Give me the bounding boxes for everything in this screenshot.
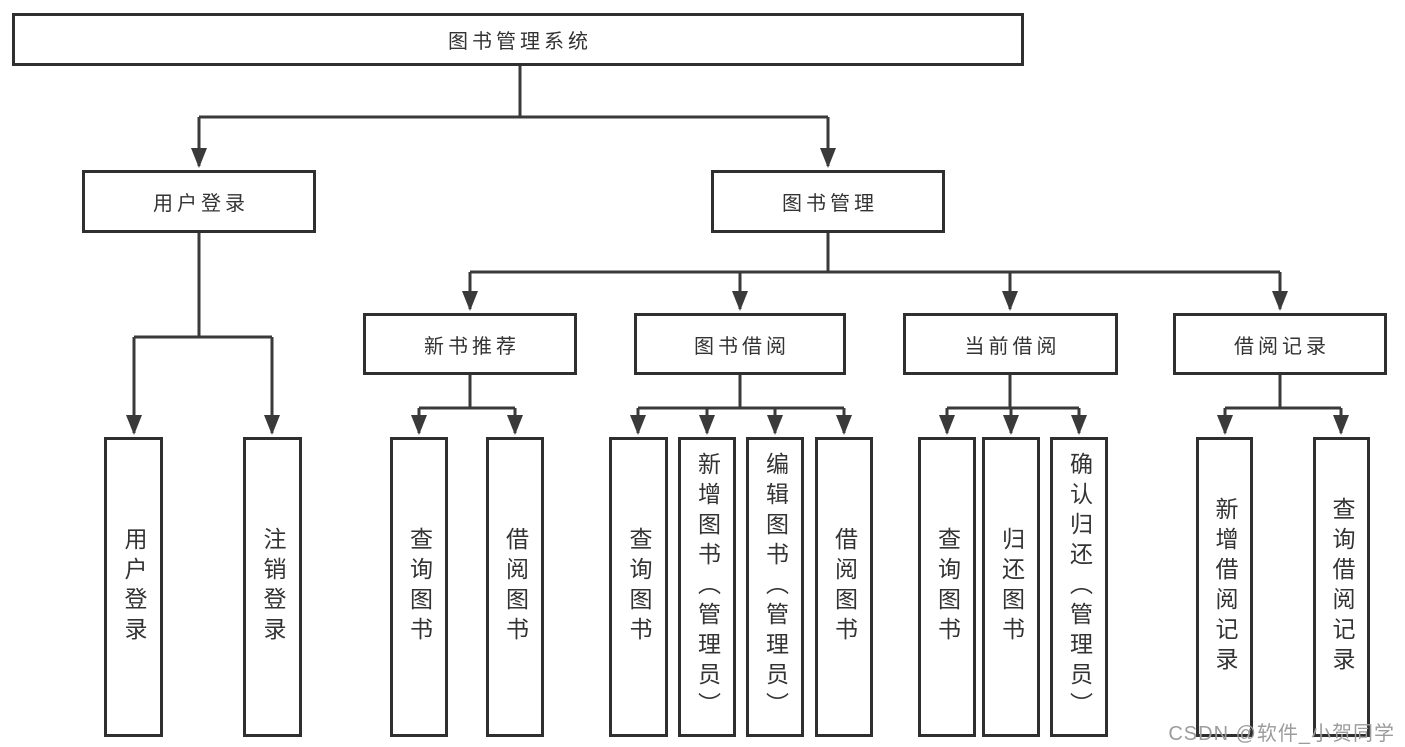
node-label: 当前借阅: [964, 335, 1061, 358]
leaf-confirm-return-admin: 确认归还（管理员）: [1050, 437, 1108, 737]
leaf-return-books: 归还图书: [982, 437, 1040, 737]
leaf-label: 查询图书: [626, 527, 652, 647]
node-user-login: 用户登录: [82, 170, 316, 233]
node-root: 图书管理系统: [12, 13, 1024, 66]
node-book-borrow: 图书借阅: [634, 313, 846, 375]
leaf-label: 新增借阅记录: [1212, 497, 1238, 677]
leaf-label: 注销登录: [260, 527, 286, 647]
leaf-query-books-borrow: 查询图书: [609, 437, 668, 737]
watermark-text: CSDN @软件_小贺同学: [1168, 723, 1395, 745]
leaf-label: 查询借阅记录: [1329, 497, 1355, 677]
leaf-label: 确认归还（管理员）: [1066, 452, 1093, 722]
leaf-logout: 注销登录: [243, 437, 302, 737]
leaf-add-book-admin: 新增图书（管理员）: [678, 437, 736, 737]
node-label: 借阅记录: [1234, 335, 1330, 358]
node-borrow-records: 借阅记录: [1173, 313, 1387, 375]
leaf-label: 借阅图书: [831, 527, 858, 647]
leaf-label: 查询图书: [406, 527, 433, 647]
node-label: 用户登录: [153, 193, 249, 215]
leaf-user-login: 用户登录: [104, 437, 163, 737]
node-label: 图书管理系统: [448, 31, 592, 53]
node-new-book-recommend: 新书推荐: [363, 313, 577, 375]
leaf-query-borrow-record: 查询借阅记录: [1313, 437, 1370, 737]
leaf-borrow-books-recommend: 借阅图书: [486, 437, 544, 737]
node-book-management: 图书管理: [711, 170, 945, 233]
node-label: 图书管理: [782, 193, 878, 215]
leaf-label: 借阅图书: [502, 527, 529, 647]
node-label: 图书借阅: [694, 335, 790, 358]
leaf-borrow-books: 借阅图书: [815, 437, 873, 737]
node-label: 新书推荐: [424, 335, 520, 358]
leaf-query-books-current: 查询图书: [918, 437, 976, 737]
leaf-label: 新增图书（管理员）: [694, 452, 721, 722]
leaf-label: 归还图书: [998, 527, 1025, 647]
leaf-edit-book-admin: 编辑图书（管理员）: [746, 437, 804, 737]
leaf-query-books-recommend: 查询图书: [390, 437, 448, 737]
node-current-borrow: 当前借阅: [903, 313, 1118, 375]
leaf-label: 编辑图书（管理员）: [762, 452, 789, 722]
leaf-label: 查询图书: [934, 527, 961, 647]
leaf-label: 用户登录: [121, 527, 147, 647]
leaf-add-borrow-record: 新增借阅记录: [1196, 437, 1253, 737]
